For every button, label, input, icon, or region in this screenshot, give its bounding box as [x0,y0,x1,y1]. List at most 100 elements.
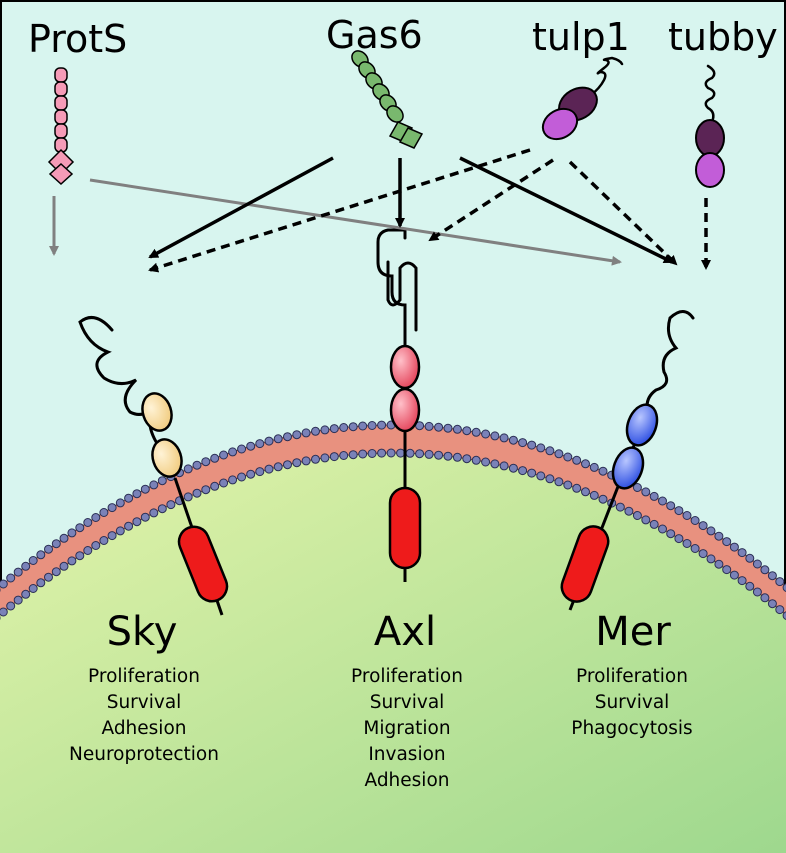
receptor-label-mer: Mer [595,609,671,655]
lipid-head [434,422,444,432]
lipid-head [722,537,732,547]
lipid-head [157,476,167,486]
lipid-head [598,466,608,476]
lipid-head [745,581,755,591]
lipid-head [674,506,684,516]
lipid-head [782,611,786,620]
lipid-head [386,448,396,458]
lipid-head [75,551,85,561]
tulp1-molecule [541,56,624,141]
lipid-head [690,544,700,553]
lipid-head [13,567,23,577]
lipid-head [415,449,425,459]
lipid-head [283,460,292,470]
lipid-head [481,457,491,467]
sky-ig-domain-1 [141,392,173,432]
lipid-head [157,504,167,514]
gas6-to-mer-arrow [459,156,674,264]
receptor-label-axl: Axl [374,609,436,655]
lipid-head [714,531,724,541]
lipid-head [698,549,708,559]
lipid-head [658,496,667,506]
lipid-head [210,453,220,463]
lipid-head [264,464,274,474]
lipid-head [201,457,211,467]
lipid-head [83,518,93,527]
lipid-head [36,550,46,560]
lipid-head [273,462,283,472]
lipid-head [396,448,406,458]
lipid-head [219,478,229,488]
axl-function-item: Invasion [368,744,445,765]
lipid-head [499,433,509,443]
axl-ig-domain-1 [389,344,421,390]
sky-function-item: Proliferation [88,666,200,687]
lipid-head [67,528,77,538]
lipid-head [367,449,377,458]
lipid-head [508,435,518,445]
lipid-head [140,512,150,522]
prots-molecule [47,67,75,186]
lipid-head [462,426,472,436]
lipid-head [649,519,659,529]
lipid-head [443,423,453,433]
mer-ig-domain-2 [611,446,645,490]
lipid-head [91,541,101,550]
lipid-head [292,430,302,440]
lipid-head [6,573,16,583]
lipid-head [124,493,134,503]
lipid-head [13,595,23,605]
lipid-head [320,453,330,463]
lipid-head [183,464,193,474]
sky-function-item: Neuroprotection [69,744,219,765]
lipid-head [737,576,747,586]
lipid-head [722,565,732,575]
lipid-head [563,452,573,462]
mer-function-item: Proliferation [576,666,688,687]
receptor-label-sky: Sky [107,609,178,655]
lipid-head [658,524,667,534]
lipid-head [99,508,109,517]
lipid-head [237,472,247,482]
lipid-head [320,425,330,435]
lipid-head [518,438,528,448]
lipid-head [536,443,546,453]
lipid-head [132,489,142,499]
ligand-label-gas6: Gas6 [326,13,423,57]
lipid-head [28,556,38,565]
lipid-head [0,607,8,617]
lipid-head [481,429,491,439]
mer-ig-domain-1 [625,403,659,447]
lipid-head [729,542,739,552]
lipid-head [115,526,125,536]
lipid-head [471,455,481,465]
lipid-head [508,463,518,473]
lipid-head [311,426,320,436]
axl-receptor [376,228,422,582]
lipid-head [424,449,434,459]
lipid-head [745,553,755,563]
lipid-head [760,593,770,603]
lipid-head [255,439,265,449]
lipid-head [149,508,159,518]
lipid-head [589,490,599,500]
lipid-head [527,468,537,478]
lipid-head [44,572,53,582]
lipid-head [767,571,777,581]
lipid-head [598,494,608,504]
axl-function-item: Migration [363,718,450,739]
lipid-head [166,500,176,510]
lipid-head [499,461,509,471]
lipid-head [760,565,770,575]
lipid-head [107,531,117,541]
lipid-head [140,484,150,494]
lipid-head [729,570,739,580]
lipid-head [782,583,786,592]
prots-to-mer-arrow [89,178,622,266]
lipid-head [6,601,16,611]
lipid-head [329,424,339,434]
tulp1-to-axl-arrow [428,158,554,242]
lipid-head [124,521,134,531]
